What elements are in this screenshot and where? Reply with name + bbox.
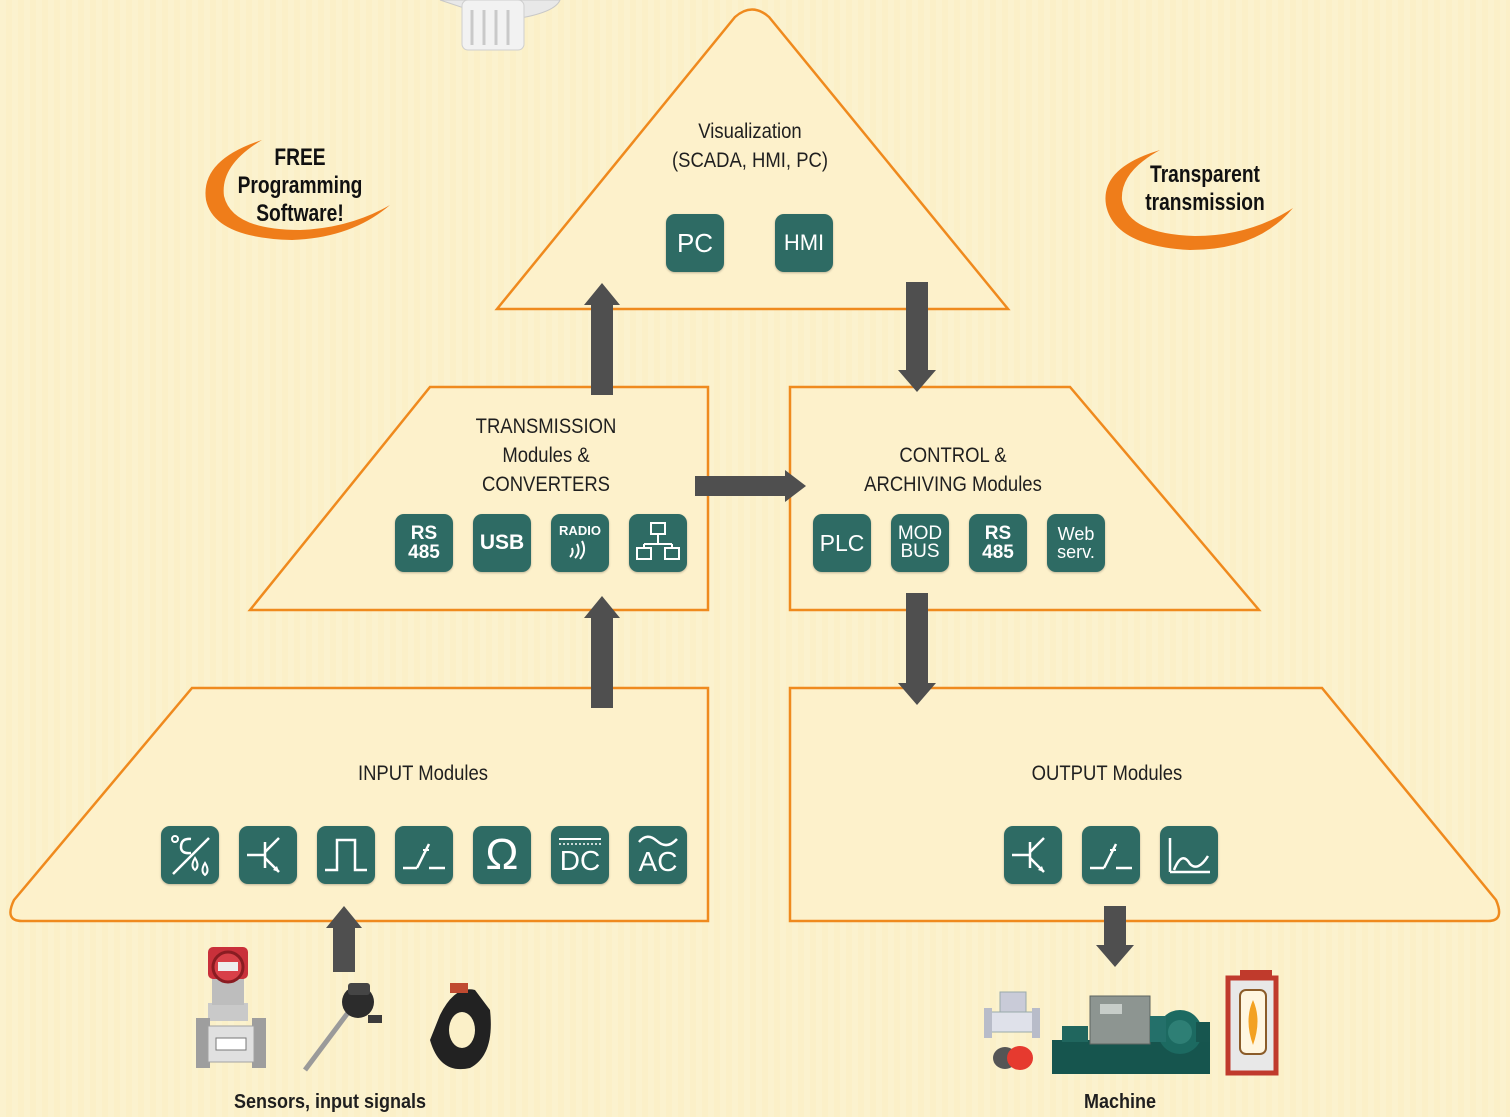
radio-waves-icon	[569, 540, 586, 560]
arrow-up-to-visualization	[584, 283, 620, 395]
valve-image	[984, 991, 1040, 1038]
rs485-tile-control: RS 485	[969, 514, 1027, 572]
boiler-image	[1225, 970, 1279, 1076]
input-shape	[9, 686, 710, 923]
network-computers-icon	[636, 522, 680, 560]
visualization-shape	[494, 8, 1011, 311]
pc-tile: PC	[666, 214, 724, 272]
arrow-up-from-sensors	[326, 906, 362, 972]
ohm-icon: Ω	[473, 826, 531, 884]
hmi-tile: HMI	[775, 214, 833, 272]
usb-tile: USB	[473, 514, 531, 572]
web-server-tile: Web serv.	[1047, 514, 1105, 572]
industrial-machine-image	[1052, 995, 1210, 1074]
transistor-icon	[239, 826, 297, 884]
output-relay-contact-icon	[1082, 826, 1140, 884]
top-device-image	[439, 0, 561, 51]
badge-free-software: FREE Programming Software!	[237, 144, 363, 227]
rs485-tile: RS 485	[395, 514, 453, 572]
flow-meter-image	[196, 947, 266, 1068]
emergency-button-image	[993, 1046, 1033, 1070]
relay-contact-icon	[395, 826, 453, 884]
output-transistor-icon	[1004, 826, 1062, 884]
modbus-tile: MOD BUS	[891, 514, 949, 572]
temperature-probe-image	[303, 983, 382, 1072]
control-title: CONTROL & ARCHIVING Modules	[864, 444, 1042, 496]
arrow-up-to-transmission	[584, 596, 620, 708]
transmission-title: TRANSMISSION Modules & CONVERTERS	[475, 415, 617, 496]
arrow-right-to-control	[695, 470, 806, 502]
machine-caption: Machine	[1083, 1091, 1157, 1113]
input-title: INPUT Modules	[357, 762, 489, 785]
badge-transparent-transmission: Transparent transmission	[1145, 161, 1265, 216]
analog-curve-icon	[1160, 826, 1218, 884]
arrow-down-to-control	[898, 282, 936, 392]
output-shape	[788, 686, 1501, 923]
radio-tile: RADIO	[551, 514, 609, 572]
output-title: OUTPUT Modules	[1031, 762, 1183, 785]
dc-icon: DC	[551, 826, 609, 884]
pulse-icon	[317, 826, 375, 884]
plc-tile: PLC	[813, 514, 871, 572]
network-tile	[629, 514, 687, 572]
arrow-down-to-output	[898, 593, 936, 705]
flow-arrows	[326, 282, 1134, 972]
arrow-down-to-machine	[1096, 906, 1134, 967]
temperature-humidity-icon	[161, 826, 219, 884]
current-transformer-image	[430, 983, 491, 1070]
visualization-title: Visualization (SCADA, HMI, PC)	[671, 120, 829, 172]
ac-icon: AC	[629, 826, 687, 884]
sensors-caption: Sensors, input signals	[233, 1091, 427, 1113]
